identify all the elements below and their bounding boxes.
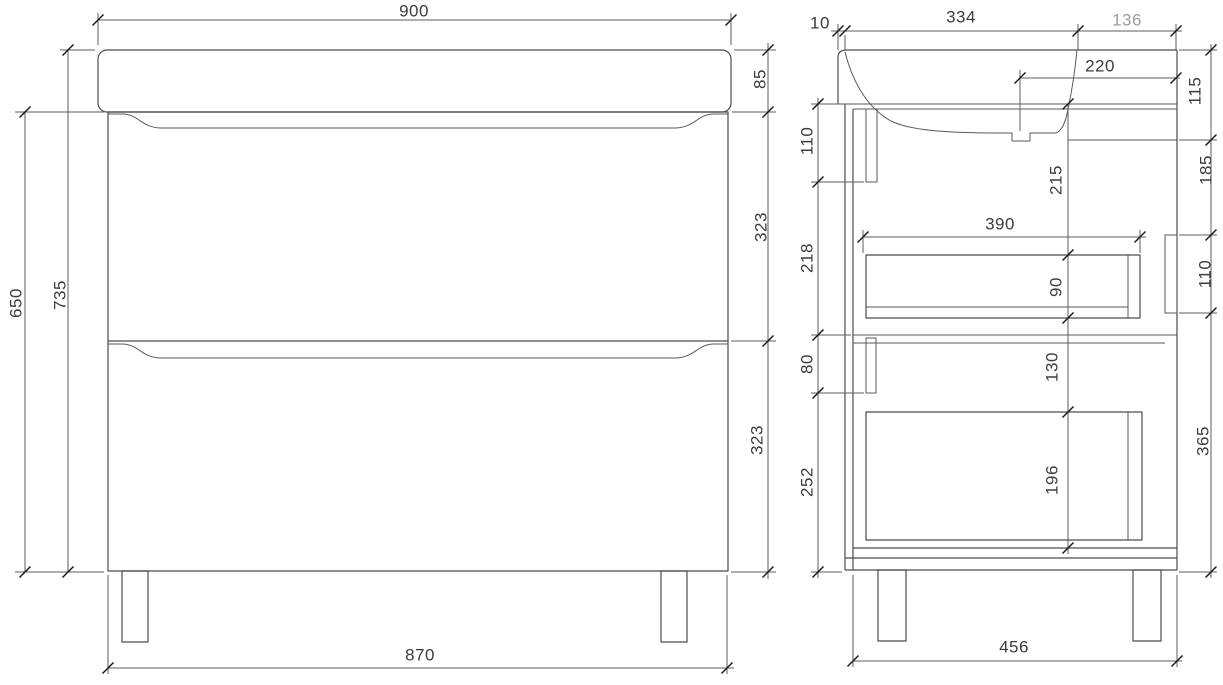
side-view-dimension-lines bbox=[811, 24, 1218, 668]
front-left-leg bbox=[121, 570, 149, 643]
side-upper-drawer-box bbox=[865, 254, 1141, 319]
side-front-leg bbox=[1132, 569, 1162, 642]
dim-side-between-boxes: 130 bbox=[1042, 352, 1062, 382]
dim-side-upper-box-height: 90 bbox=[1046, 277, 1066, 297]
dim-side-mid-gap: 80 bbox=[797, 354, 817, 374]
dim-side-depth-bottom: 456 bbox=[999, 637, 1029, 657]
dim-side-lower-front-height: 365 bbox=[1193, 426, 1213, 456]
side-view bbox=[837, 49, 1178, 642]
front-countertop-basin bbox=[97, 49, 732, 113]
dim-front-width-top: 900 bbox=[399, 1, 429, 21]
side-front-panel-section bbox=[1164, 234, 1178, 314]
side-back-panel bbox=[844, 104, 854, 570]
side-counter-bottom bbox=[838, 103, 1177, 110]
dim-side-drain-offset: 220 bbox=[1085, 56, 1115, 76]
dim-side-lower-cavity: 252 bbox=[797, 467, 817, 497]
dim-front-drawer-upper: 323 bbox=[751, 212, 771, 242]
side-basin-bowl-curve bbox=[844, 51, 1069, 142]
front-upper-drawer-handle-recess bbox=[108, 113, 728, 129]
front-right-leg bbox=[660, 570, 688, 643]
side-upper-drawer-inner bbox=[866, 255, 1129, 318]
front-view bbox=[97, 49, 732, 643]
dim-front-width-bottom: 870 bbox=[405, 645, 435, 665]
dim-side-back-gap: 10 bbox=[810, 13, 830, 33]
front-lower-drawer-handle-recess bbox=[108, 343, 728, 359]
dim-side-basin-depth: 215 bbox=[1046, 165, 1066, 195]
dim-side-basin-front-span: 136 bbox=[1112, 10, 1142, 30]
side-lower-drawer-back-panel bbox=[865, 337, 877, 394]
dim-side-lower-box-height: 196 bbox=[1042, 465, 1062, 495]
front-view-dimension-lines bbox=[15, 13, 776, 675]
side-drawer-divider bbox=[853, 334, 1177, 344]
side-bottom-panel bbox=[845, 547, 1177, 571]
dim-front-drawer-lower: 323 bbox=[747, 425, 767, 455]
side-back-leg bbox=[877, 569, 907, 642]
dim-side-front-panel-height: 110 bbox=[1195, 259, 1215, 289]
side-lower-drawer-box bbox=[865, 411, 1143, 541]
side-upper-drawer-back-panel bbox=[865, 108, 878, 183]
dim-side-upper-cavity: 218 bbox=[797, 243, 817, 273]
dim-front-counter-thickness: 85 bbox=[750, 69, 770, 89]
side-counter-top-edge bbox=[837, 49, 1177, 104]
dim-front-height-overall: 735 bbox=[50, 280, 70, 310]
dim-side-counter-to-drawer: 110 bbox=[797, 126, 817, 156]
dim-front-height-cabinet: 650 bbox=[6, 288, 26, 318]
dim-side-drawer-length: 390 bbox=[985, 214, 1015, 234]
dim-side-front-lip: 115 bbox=[1185, 76, 1205, 106]
dim-side-apron-height: 185 bbox=[1196, 155, 1216, 185]
dim-side-basin-back-span: 334 bbox=[946, 7, 976, 27]
side-basin-front-wall-curve bbox=[1067, 49, 1078, 110]
